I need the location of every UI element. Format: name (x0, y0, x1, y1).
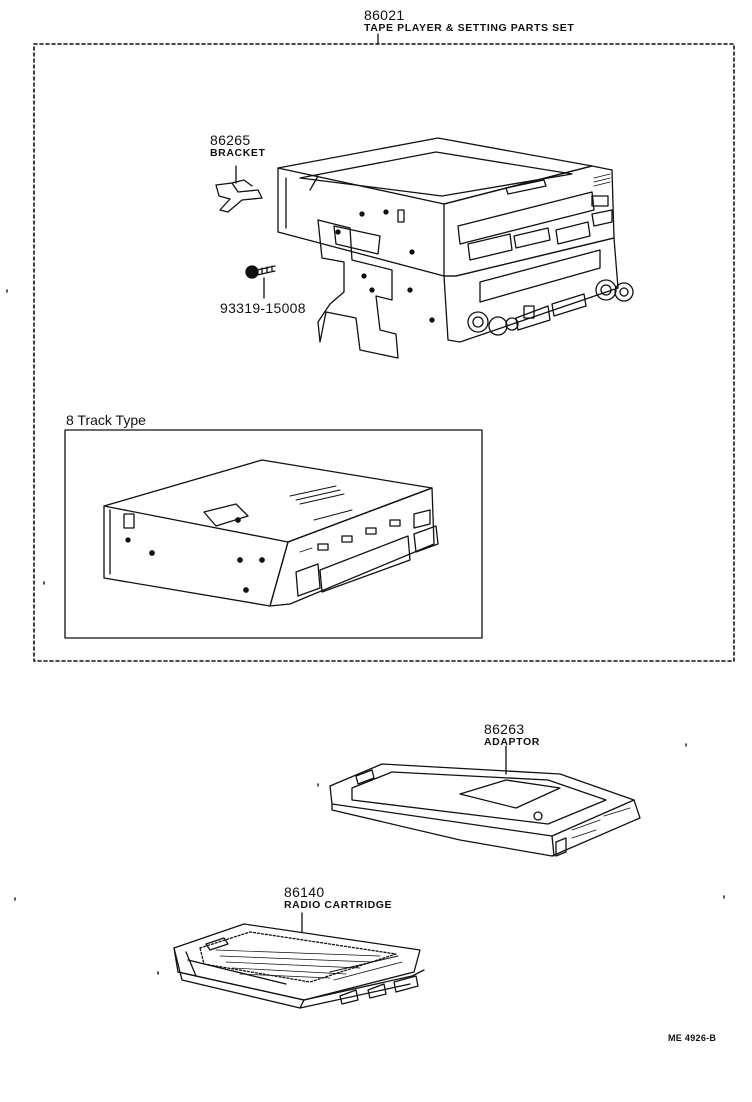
adaptor-part-number: 86263 (484, 721, 525, 737)
speaker-grille-texture (216, 950, 380, 978)
adaptor-part-name: ADAPTOR (484, 736, 540, 748)
adaptor-drawing (330, 764, 640, 856)
set-part-name: TAPE PLAYER & SETTING PARTS SET (364, 22, 575, 34)
set-part-number: 86021 (364, 7, 405, 23)
bracket-part-number: 86265 (210, 132, 251, 148)
scan-specks (7, 290, 724, 974)
bracket-part-name: BRACKET (210, 147, 266, 159)
set-boundary (34, 44, 734, 661)
radio-cartridge-drawing (174, 924, 424, 1008)
eight-track-frame (65, 430, 482, 638)
bracket-drawing (216, 166, 262, 212)
drawing-code: ME 4926-B (668, 1033, 717, 1043)
bolt-part-number: 93319-15008 (220, 300, 306, 316)
radio-cartridge-part-name: RADIO CARTRIDGE (284, 899, 393, 911)
eight-track-section-title: 8 Track Type (66, 412, 146, 428)
tape-player-drawing (278, 138, 633, 358)
eight-track-drawing (104, 460, 438, 606)
radio-cartridge-part-number: 86140 (284, 884, 325, 900)
bolt-drawing (246, 266, 275, 298)
